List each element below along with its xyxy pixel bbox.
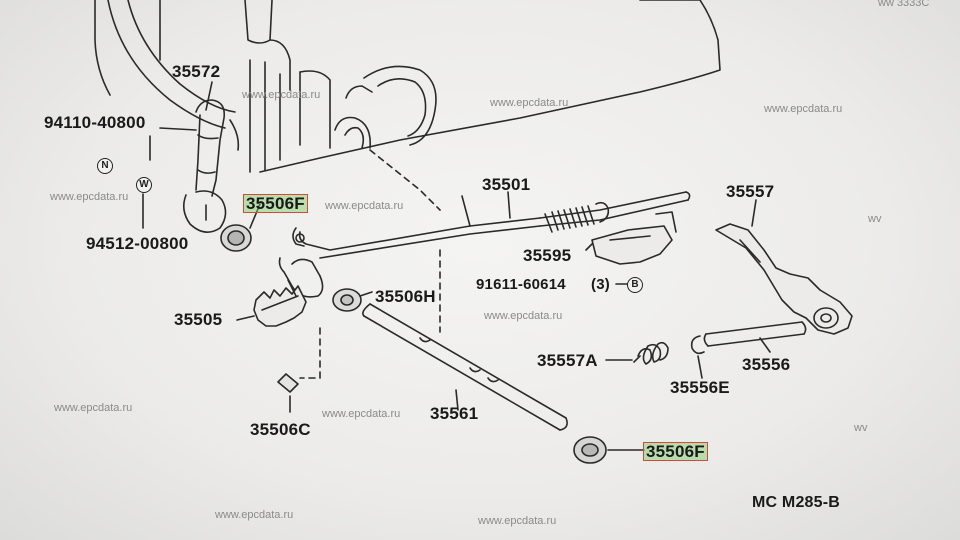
oil-seal-bottom (573, 436, 645, 464)
part-label-94512-00800: 94512-00800 (86, 234, 189, 253)
manual-shaft (362, 303, 568, 431)
watermark: www.epcdata.ru (242, 89, 321, 101)
diagram-code: MC M285-B (752, 494, 841, 511)
symbol-w-icon: W (136, 177, 152, 193)
symbol-n-icon: N (97, 158, 113, 174)
shift-lever (715, 199, 853, 335)
control-rod (298, 191, 691, 259)
part-quantity: (3) (591, 276, 610, 293)
watermark-fragment: wv (868, 213, 882, 225)
selector-bracket (182, 99, 227, 233)
detent-lever (236, 227, 324, 327)
part-label-35501: 35501 (482, 175, 531, 194)
watermark: www.epcdata.ru (764, 103, 843, 115)
e-clip (690, 335, 705, 379)
part-label-35595: 35595 (523, 246, 572, 265)
part-label-35506f-bottom-highlighted: 35506F (643, 442, 708, 461)
watermark: www.epcdata.ru (484, 310, 563, 322)
return-spring (605, 341, 669, 365)
watermark: www.epcdata.ru (215, 509, 294, 521)
lever-shaft (703, 321, 807, 353)
part-label-35506h: 35506H (375, 287, 436, 306)
watermark: www.epcdata.ru (478, 515, 557, 527)
part-label-35506f-highlighted: 35506F (243, 194, 308, 213)
part-label-35506c: 35506C (250, 420, 311, 439)
watermark: www.epcdata.ru (54, 402, 133, 414)
part-label-35556e: 35556E (670, 378, 730, 397)
part-label-35505: 35505 (174, 310, 223, 329)
symbol-b-icon: B (627, 277, 643, 293)
part-label-35556: 35556 (742, 355, 791, 374)
watermark: www.epcdata.ru (325, 200, 404, 212)
watermark: www.epcdata.ru (50, 191, 129, 203)
part-label-35572: 35572 (172, 62, 221, 81)
watermark-fragment: ww 3333C (878, 0, 930, 9)
pin (277, 373, 299, 413)
watermark: www.epcdata.ru (490, 97, 569, 109)
part-label-94110-40800: 94110-40800 (44, 113, 146, 132)
part-label-91611-60614: 91611-60614 (476, 276, 566, 293)
dashed-leaders (299, 149, 441, 379)
oil-seal-mid (332, 288, 373, 312)
watermark: www.epcdata.ru (322, 408, 401, 420)
watermark-fragment: wv (854, 422, 868, 434)
part-label-35557a: 35557A (537, 351, 598, 370)
part-label-35561: 35561 (430, 404, 479, 423)
part-label-35557: 35557 (726, 182, 775, 201)
cable-bracket (585, 211, 677, 265)
oil-seal-top (220, 203, 261, 252)
transmission-case (94, 0, 721, 173)
